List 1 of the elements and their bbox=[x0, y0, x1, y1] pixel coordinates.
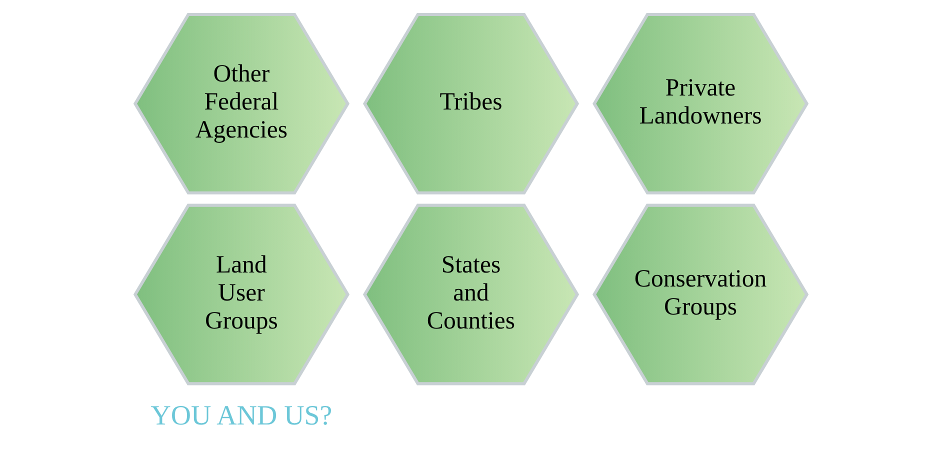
label: YOU AND US? bbox=[150, 400, 332, 432]
